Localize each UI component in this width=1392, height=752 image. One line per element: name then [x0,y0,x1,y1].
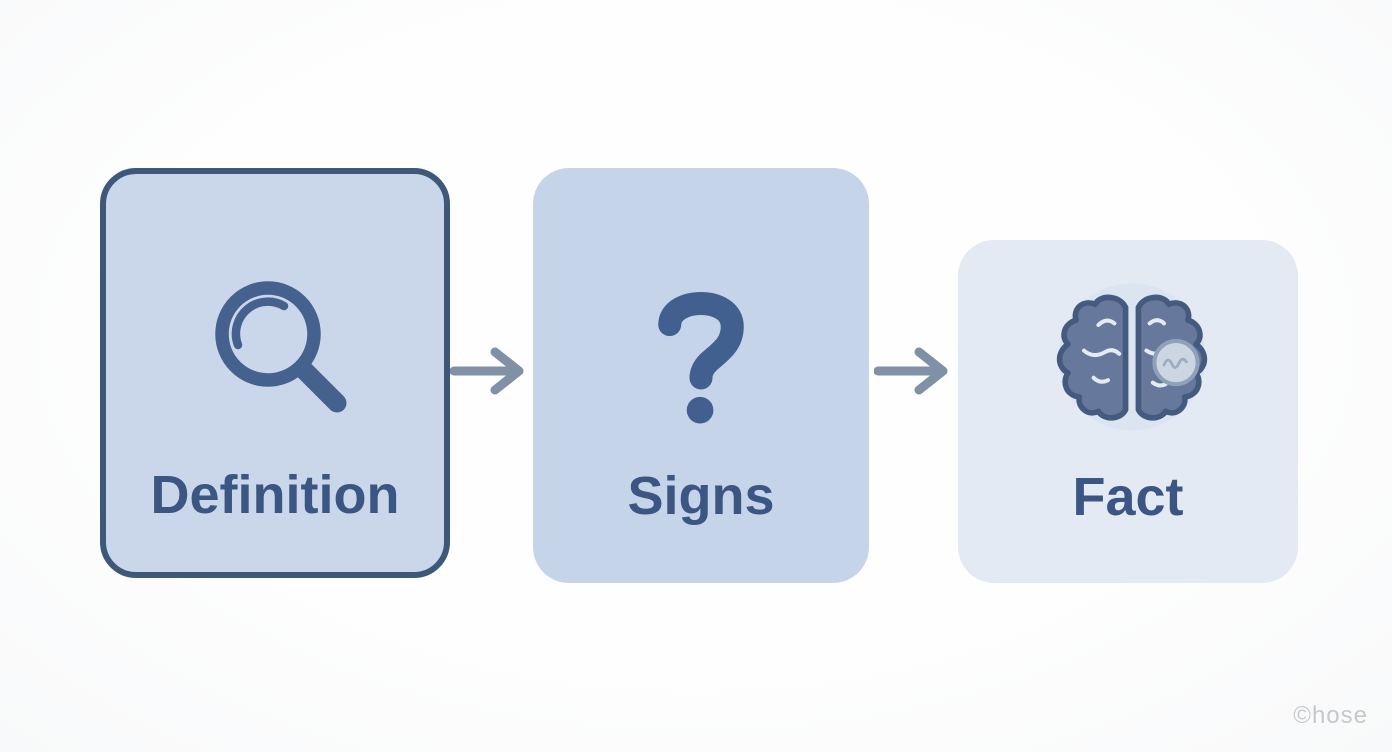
step-label-definition: Definition [150,465,400,525]
watermark: ©hose [1293,702,1368,729]
flow-step-signs: Signs [533,168,869,583]
step-label-fact: Fact [1072,467,1184,527]
step-label-signs: Signs [627,466,775,526]
flow-step-fact: Fact [958,240,1298,583]
arrow-right-icon [874,347,948,395]
flow-step-definition: Definition [100,168,450,578]
question-mark-icon [658,292,744,424]
brain-icon [1056,283,1208,431]
arrow-right-icon [450,347,524,395]
magnifier-icon [215,281,347,413]
